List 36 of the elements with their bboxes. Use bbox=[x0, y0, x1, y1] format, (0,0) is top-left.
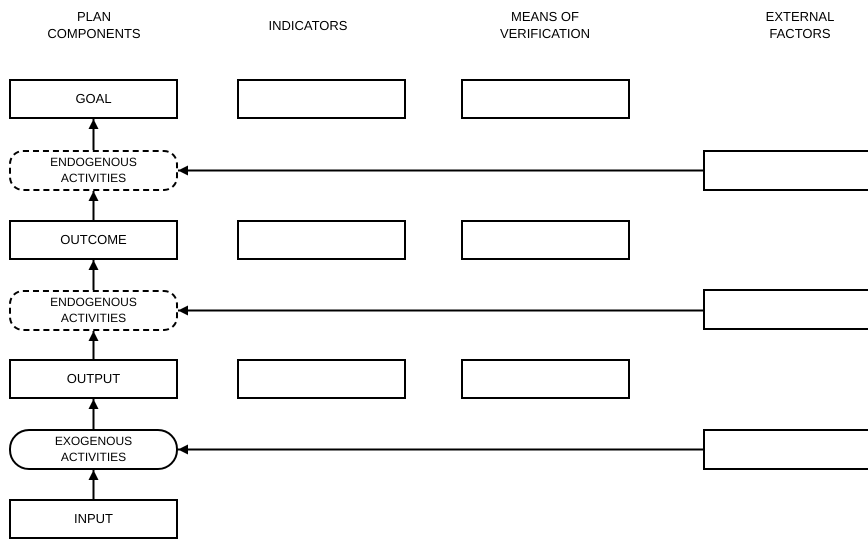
arrow bbox=[178, 306, 703, 316]
column-header: MEANS OF VERIFICATION bbox=[498, 8, 592, 42]
box-label: EXOGENOUS ACTIVITIES bbox=[54, 434, 134, 466]
dashed-rounded-box bbox=[9, 290, 178, 331]
arrow bbox=[88, 399, 98, 429]
arrow bbox=[178, 166, 703, 176]
empty-box bbox=[461, 79, 630, 119]
empty-box bbox=[461, 359, 630, 399]
arrow bbox=[88, 191, 98, 220]
empty-box bbox=[703, 289, 868, 330]
empty-box bbox=[237, 79, 406, 119]
empty-box bbox=[703, 150, 868, 191]
empty-box bbox=[237, 359, 406, 399]
arrow bbox=[88, 119, 98, 150]
box-label: GOAL bbox=[74, 90, 113, 108]
box-label: ENDOGENOUS ACTIVITIES bbox=[49, 154, 138, 186]
rounded-box bbox=[9, 429, 178, 470]
arrow bbox=[178, 444, 703, 454]
empty-box bbox=[703, 429, 868, 470]
process-box bbox=[9, 79, 178, 119]
process-box bbox=[9, 499, 178, 539]
column-header: EXTERNAL FACTORS bbox=[764, 8, 836, 42]
arrow bbox=[88, 331, 98, 359]
box-label: ENDOGENOUS ACTIVITIES bbox=[49, 294, 138, 326]
column-header: PLAN COMPONENTS bbox=[46, 8, 142, 42]
arrow bbox=[88, 470, 98, 499]
arrow bbox=[88, 260, 98, 290]
empty-box bbox=[461, 220, 630, 260]
process-box bbox=[9, 220, 178, 260]
box-label: INPUT bbox=[73, 510, 114, 528]
empty-box bbox=[237, 220, 406, 260]
dashed-rounded-box bbox=[9, 150, 178, 191]
box-label: OUTPUT bbox=[66, 370, 122, 388]
box-label: OUTCOME bbox=[59, 232, 128, 248]
column-header: INDICATORS bbox=[268, 17, 348, 34]
process-box bbox=[9, 359, 178, 399]
